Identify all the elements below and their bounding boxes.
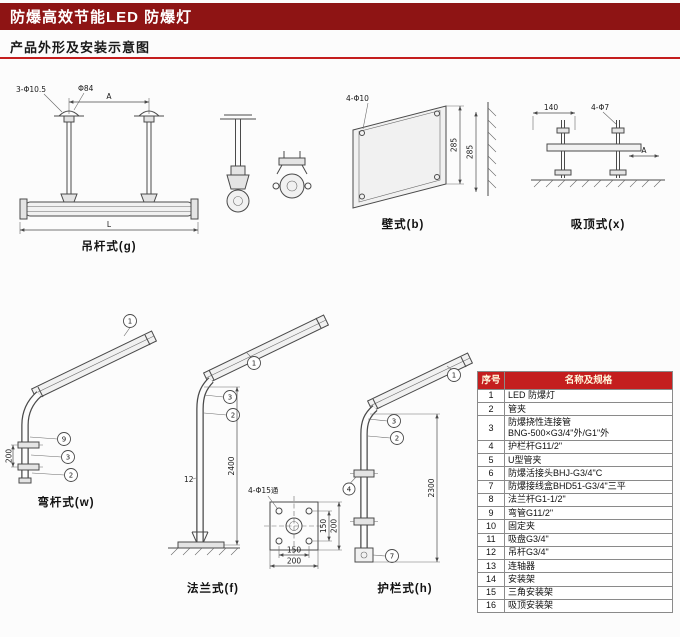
callout-2: 2 [231,412,235,420]
table-header-name: 名称及规格 [504,371,673,390]
page-title: 防爆高效节能LED 防爆灯 [10,9,193,26]
callout-4: 4 [347,486,352,494]
dim-holes: 3-Φ10.5 [16,85,46,94]
red-divider [0,57,680,59]
callout-1: 1 [252,360,256,368]
callout-2: 2 [69,472,73,480]
callout-3: 3 [392,418,396,426]
guardrail-label: 护栏式(h) [377,583,433,595]
dim-width: 140 [544,103,559,112]
callout-3: 3 [228,394,232,402]
flange-label: 法兰式(f) [187,583,239,595]
page-subtitle: 产品外形及安装示意图 [10,40,151,55]
wall-label: 壁式(b) [381,219,425,231]
callout-3: 3 [66,454,70,462]
dim-length: L [107,220,112,229]
dim-hole-pitch-x: 150 [287,546,302,555]
callout-1: 1 [452,372,456,380]
wall-diagram: 4-Φ10 285 285 [346,94,497,209]
dim-pole: 12 [184,475,194,484]
dim-hole-pitch-y: 150 [319,519,328,534]
dim-depth: 285 [466,145,475,160]
dim-base-holes: 4-Φ15通 [248,485,279,495]
hanging-label: 吊杆式(g) [81,241,137,253]
callout-2: 2 [395,435,399,443]
dim-holes: 4-Φ7 [591,103,609,112]
guardrail-diagram: 1 3 2 4 7 2300 [342,352,474,563]
pendant-detail-diagram [220,114,312,213]
title-banner: 防爆高效节能LED 防爆灯 [0,3,680,30]
dim-spacing: 200 [5,449,14,464]
bent-diagram: 1 200 9 3 2 [5,314,158,484]
table-header-row: 序号 名称及规格 [477,371,673,390]
dim-pitch: A [106,92,112,101]
bent-label: 弯杆式(w) [37,497,95,509]
dim-height: 285 [450,138,459,153]
dim-height: 2300 [427,478,436,497]
ceiling-diagram: 140 4-Φ7 A [531,103,665,188]
hanging-diagram: 3-Φ10.5 Φ84 A L [16,84,199,234]
dim-pitch: A [641,146,647,155]
dim-plate-x: 200 [287,557,302,566]
callout-9: 9 [62,436,66,444]
dim-height: 2400 [227,456,236,475]
table-header-number: 序号 [477,371,505,390]
dim-plate: Φ84 [78,84,94,93]
callout-7: 7 [390,553,394,561]
dim-plate-y: 200 [330,519,339,534]
callout-1: 1 [128,318,132,326]
ceiling-label: 吸顶式(x) [570,219,626,231]
flange-diagram: 1 3 2 12 2400 4-Φ15通 150 [168,314,342,569]
dim-holes: 4-Φ10 [346,94,369,103]
